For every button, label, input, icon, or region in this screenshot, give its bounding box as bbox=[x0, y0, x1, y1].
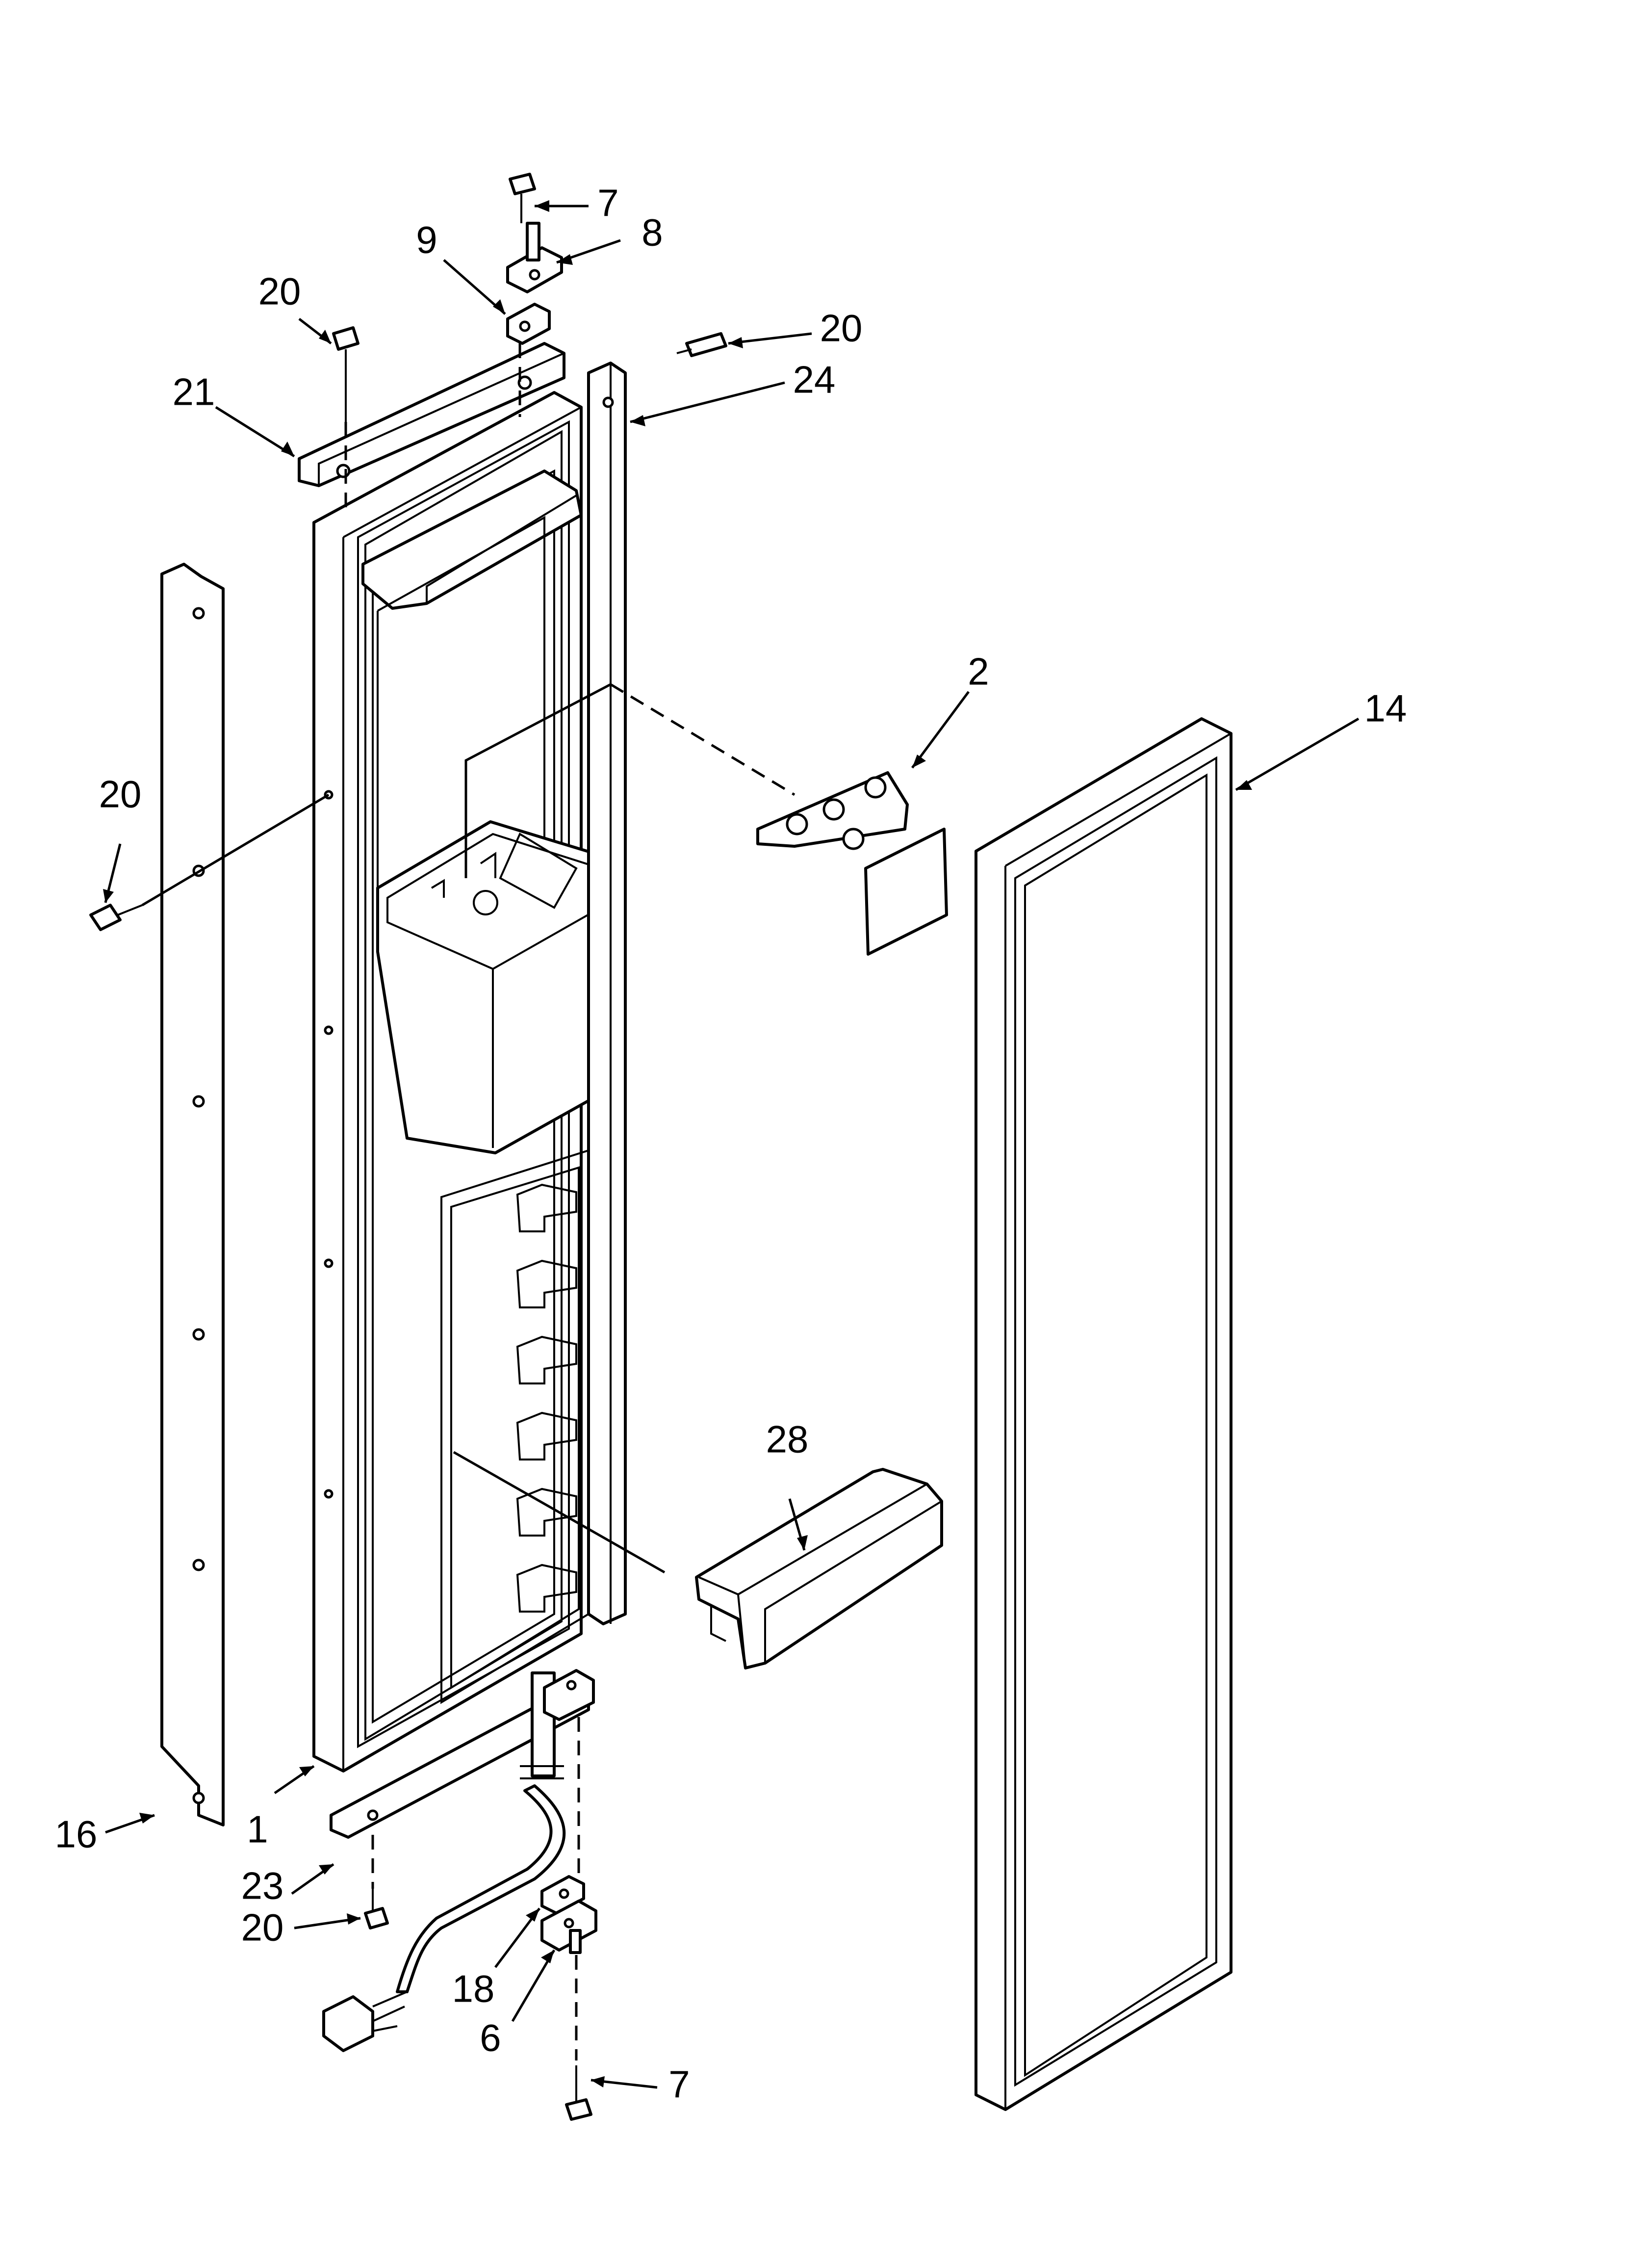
top-hinge-plate bbox=[298, 342, 565, 487]
axis-line-hinge-bracket bbox=[610, 683, 795, 796]
leader-lines bbox=[103, 200, 1360, 2089]
callout-14: 14 bbox=[1364, 687, 1407, 730]
callout-20-left: 20 bbox=[99, 773, 142, 816]
callout-7-bottom: 7 bbox=[668, 2063, 690, 2106]
callout-9: 9 bbox=[416, 218, 437, 261]
bottom-hinge bbox=[540, 1900, 597, 1954]
door-liner-assembly bbox=[312, 391, 619, 1773]
door-gasket bbox=[975, 717, 1232, 2111]
vertical-trim bbox=[587, 362, 627, 1625]
screw-top-right bbox=[676, 332, 727, 357]
side-trim-strip bbox=[160, 563, 225, 1826]
callout-1: 1 bbox=[247, 1808, 268, 1851]
door-bin bbox=[695, 1468, 943, 1669]
callout-2: 2 bbox=[968, 650, 989, 693]
axis-line-left-screw bbox=[141, 793, 330, 907]
hinge-bracket bbox=[756, 771, 948, 956]
screw-left-side bbox=[89, 904, 143, 931]
hinge-shim bbox=[506, 303, 551, 345]
callout-6: 6 bbox=[480, 2016, 501, 2059]
screw-bottom-left bbox=[364, 1889, 389, 1929]
top-screw bbox=[509, 173, 536, 223]
top-hinge bbox=[506, 222, 563, 293]
callout-8: 8 bbox=[641, 211, 663, 254]
callout-24: 24 bbox=[793, 358, 836, 401]
callout-28: 28 bbox=[766, 1418, 809, 1461]
callout-20-bottom-left: 20 bbox=[241, 1906, 284, 1949]
axis-line-hinge-bracket-b bbox=[464, 683, 612, 878]
bottom-hinge-bracket bbox=[543, 1669, 595, 1721]
callout-labels: 7 8 9 20 20 21 24 2 14 20 28 16 1 23 20 … bbox=[55, 182, 1407, 2106]
screw-top-left bbox=[332, 326, 359, 422]
callout-18: 18 bbox=[452, 1967, 495, 2010]
callout-23: 23 bbox=[241, 1864, 284, 1907]
callout-20-top-right: 20 bbox=[820, 307, 863, 350]
callout-20-top-left: 20 bbox=[258, 270, 301, 313]
bottom-screw bbox=[565, 2065, 592, 2121]
callout-16: 16 bbox=[55, 1813, 98, 1856]
callout-7-top: 7 bbox=[597, 182, 618, 225]
axis-line-door-bin bbox=[453, 1451, 666, 1574]
callout-21: 21 bbox=[173, 370, 215, 414]
